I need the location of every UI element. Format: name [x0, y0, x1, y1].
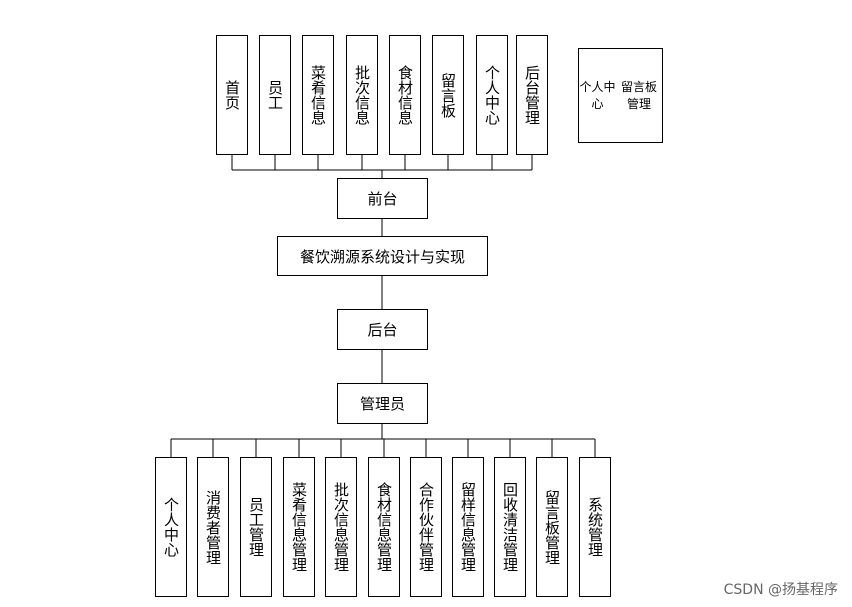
front-module-4: 食材信息: [389, 35, 421, 155]
system-title: 餐饮溯源系统设计与实现: [299, 247, 465, 266]
front-module-7: 后台管理: [516, 35, 548, 155]
admin-module-5: 食材信息管理: [368, 457, 400, 597]
admin-module-10: 系统管理: [579, 457, 611, 597]
admin-module-4: 批次信息管理: [325, 457, 357, 597]
side-note-line-1: 个人中心: [579, 79, 616, 111]
back-label: 后台: [367, 321, 398, 339]
admin-module-2: 员工管理: [240, 457, 272, 597]
admin-module-7: 留样信息管理: [452, 457, 484, 597]
front-module-1: 员工: [259, 35, 291, 155]
admin-module-9: 留言板管理: [536, 457, 568, 597]
admin-module-8: 回收清洁管理: [494, 457, 526, 597]
front-label: 前台: [367, 190, 398, 208]
admin-module-3: 菜肴信息管理: [283, 457, 315, 597]
front-module-3: 批次信息: [346, 35, 378, 155]
front-module-0: 首页: [216, 35, 248, 155]
admin-node: 管理员: [337, 383, 428, 424]
front-module-5: 留言板: [432, 35, 464, 155]
front-node: 前台: [337, 178, 428, 219]
system-node: 餐饮溯源系统设计与实现: [277, 236, 488, 276]
front-module-6: 个人中心: [476, 35, 508, 155]
front-module-2: 菜肴信息: [302, 35, 334, 155]
watermark: CSDN @扬基程序: [723, 582, 838, 598]
admin-module-6: 合作伙伴管理: [410, 457, 442, 597]
admin-module-0: 个人中心: [155, 457, 187, 597]
side-note-line-2: 留言板管理: [620, 79, 657, 111]
side-note-box: 个人中心 留言板管理: [578, 48, 663, 143]
back-node: 后台: [337, 309, 428, 350]
admin-module-1: 消费者管理: [197, 457, 229, 597]
admin-label: 管理员: [359, 395, 405, 413]
